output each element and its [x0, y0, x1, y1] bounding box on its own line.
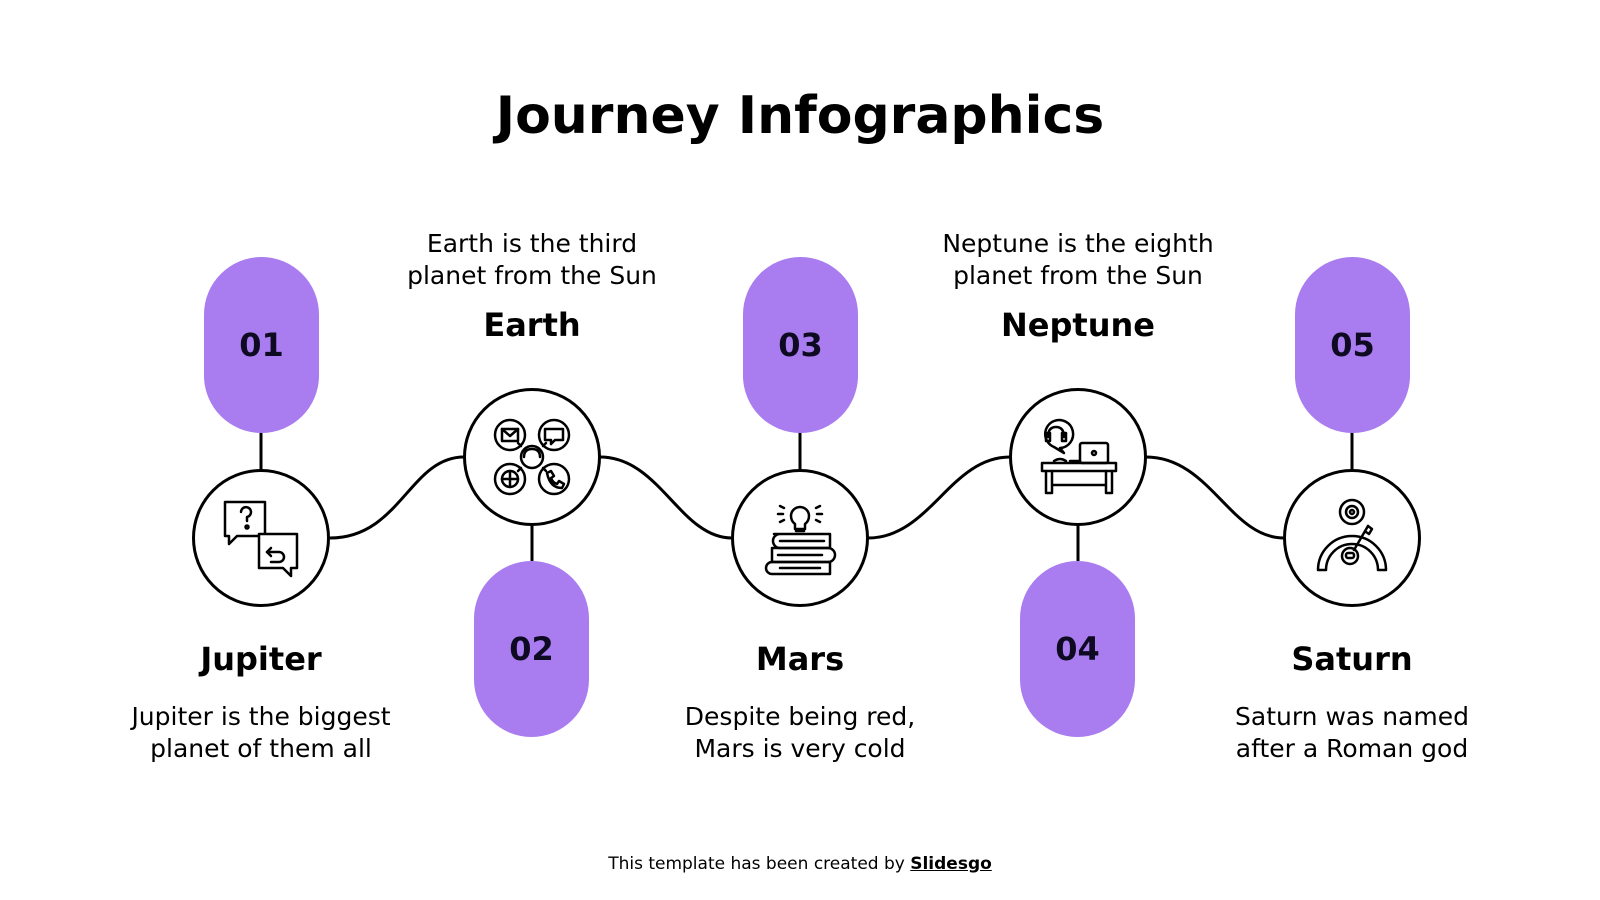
step-number-badge: 02	[474, 561, 589, 737]
footer-text: This template has been created by	[608, 854, 911, 874]
question-answer-chat-icon	[223, 500, 299, 578]
step-description: Earth is the third planet from the Sun	[362, 228, 702, 292]
step-number-badge: 03	[743, 257, 858, 433]
description-line: Saturn was named	[1235, 702, 1469, 731]
step-description: Saturn was named after a Roman god	[1182, 701, 1522, 765]
step-number: 01	[239, 326, 284, 364]
step-icon-circle	[1283, 469, 1421, 607]
gear-gauge-key-icon	[1316, 498, 1388, 572]
page-title: Journey Infographics	[495, 86, 1105, 146]
description-line: Neptune is the eighth	[942, 229, 1214, 258]
description-line: Jupiter is the biggest	[131, 702, 391, 731]
step-icon-circle	[731, 469, 869, 607]
description-line: Despite being red,	[684, 702, 916, 731]
step-description: Neptune is the eighth planet from the Su…	[908, 228, 1248, 292]
step-title: Jupiter	[200, 640, 322, 678]
step-title: Neptune	[1001, 306, 1155, 344]
description-line: planet of them all	[150, 734, 372, 763]
step-number: 04	[1055, 630, 1100, 668]
step-description: Despite being red, Mars is very cold	[630, 701, 970, 765]
step-icon-circle	[463, 388, 601, 526]
step-description: Jupiter is the biggest planet of them al…	[91, 701, 431, 765]
step-title: Earth	[483, 306, 581, 344]
step-title: Saturn	[1291, 640, 1413, 678]
step-number: 03	[778, 326, 823, 364]
slidesgo-link[interactable]: Slidesgo	[910, 854, 992, 874]
step-number-badge: 01	[204, 257, 319, 433]
step-number-badge: 05	[1295, 257, 1410, 433]
step-number: 02	[509, 630, 554, 668]
step-number-badge: 04	[1020, 561, 1135, 737]
description-line: Mars is very cold	[694, 734, 906, 763]
footer-credit: This template has been created by Slides…	[0, 854, 1600, 874]
description-line: after a Roman god	[1235, 734, 1469, 763]
customer-support-channels-icon	[493, 418, 571, 496]
step-icon-circle	[192, 469, 330, 607]
step-title: Mars	[755, 640, 845, 678]
description-line: planet from the Sun	[953, 261, 1203, 290]
step-icon-circle	[1009, 388, 1147, 526]
step-number: 05	[1330, 326, 1375, 364]
books-lightbulb-icon	[764, 504, 837, 576]
helpdesk-workstation-icon	[1040, 418, 1118, 495]
description-line: Earth is the third	[426, 229, 638, 258]
description-line: planet from the Sun	[407, 261, 657, 290]
